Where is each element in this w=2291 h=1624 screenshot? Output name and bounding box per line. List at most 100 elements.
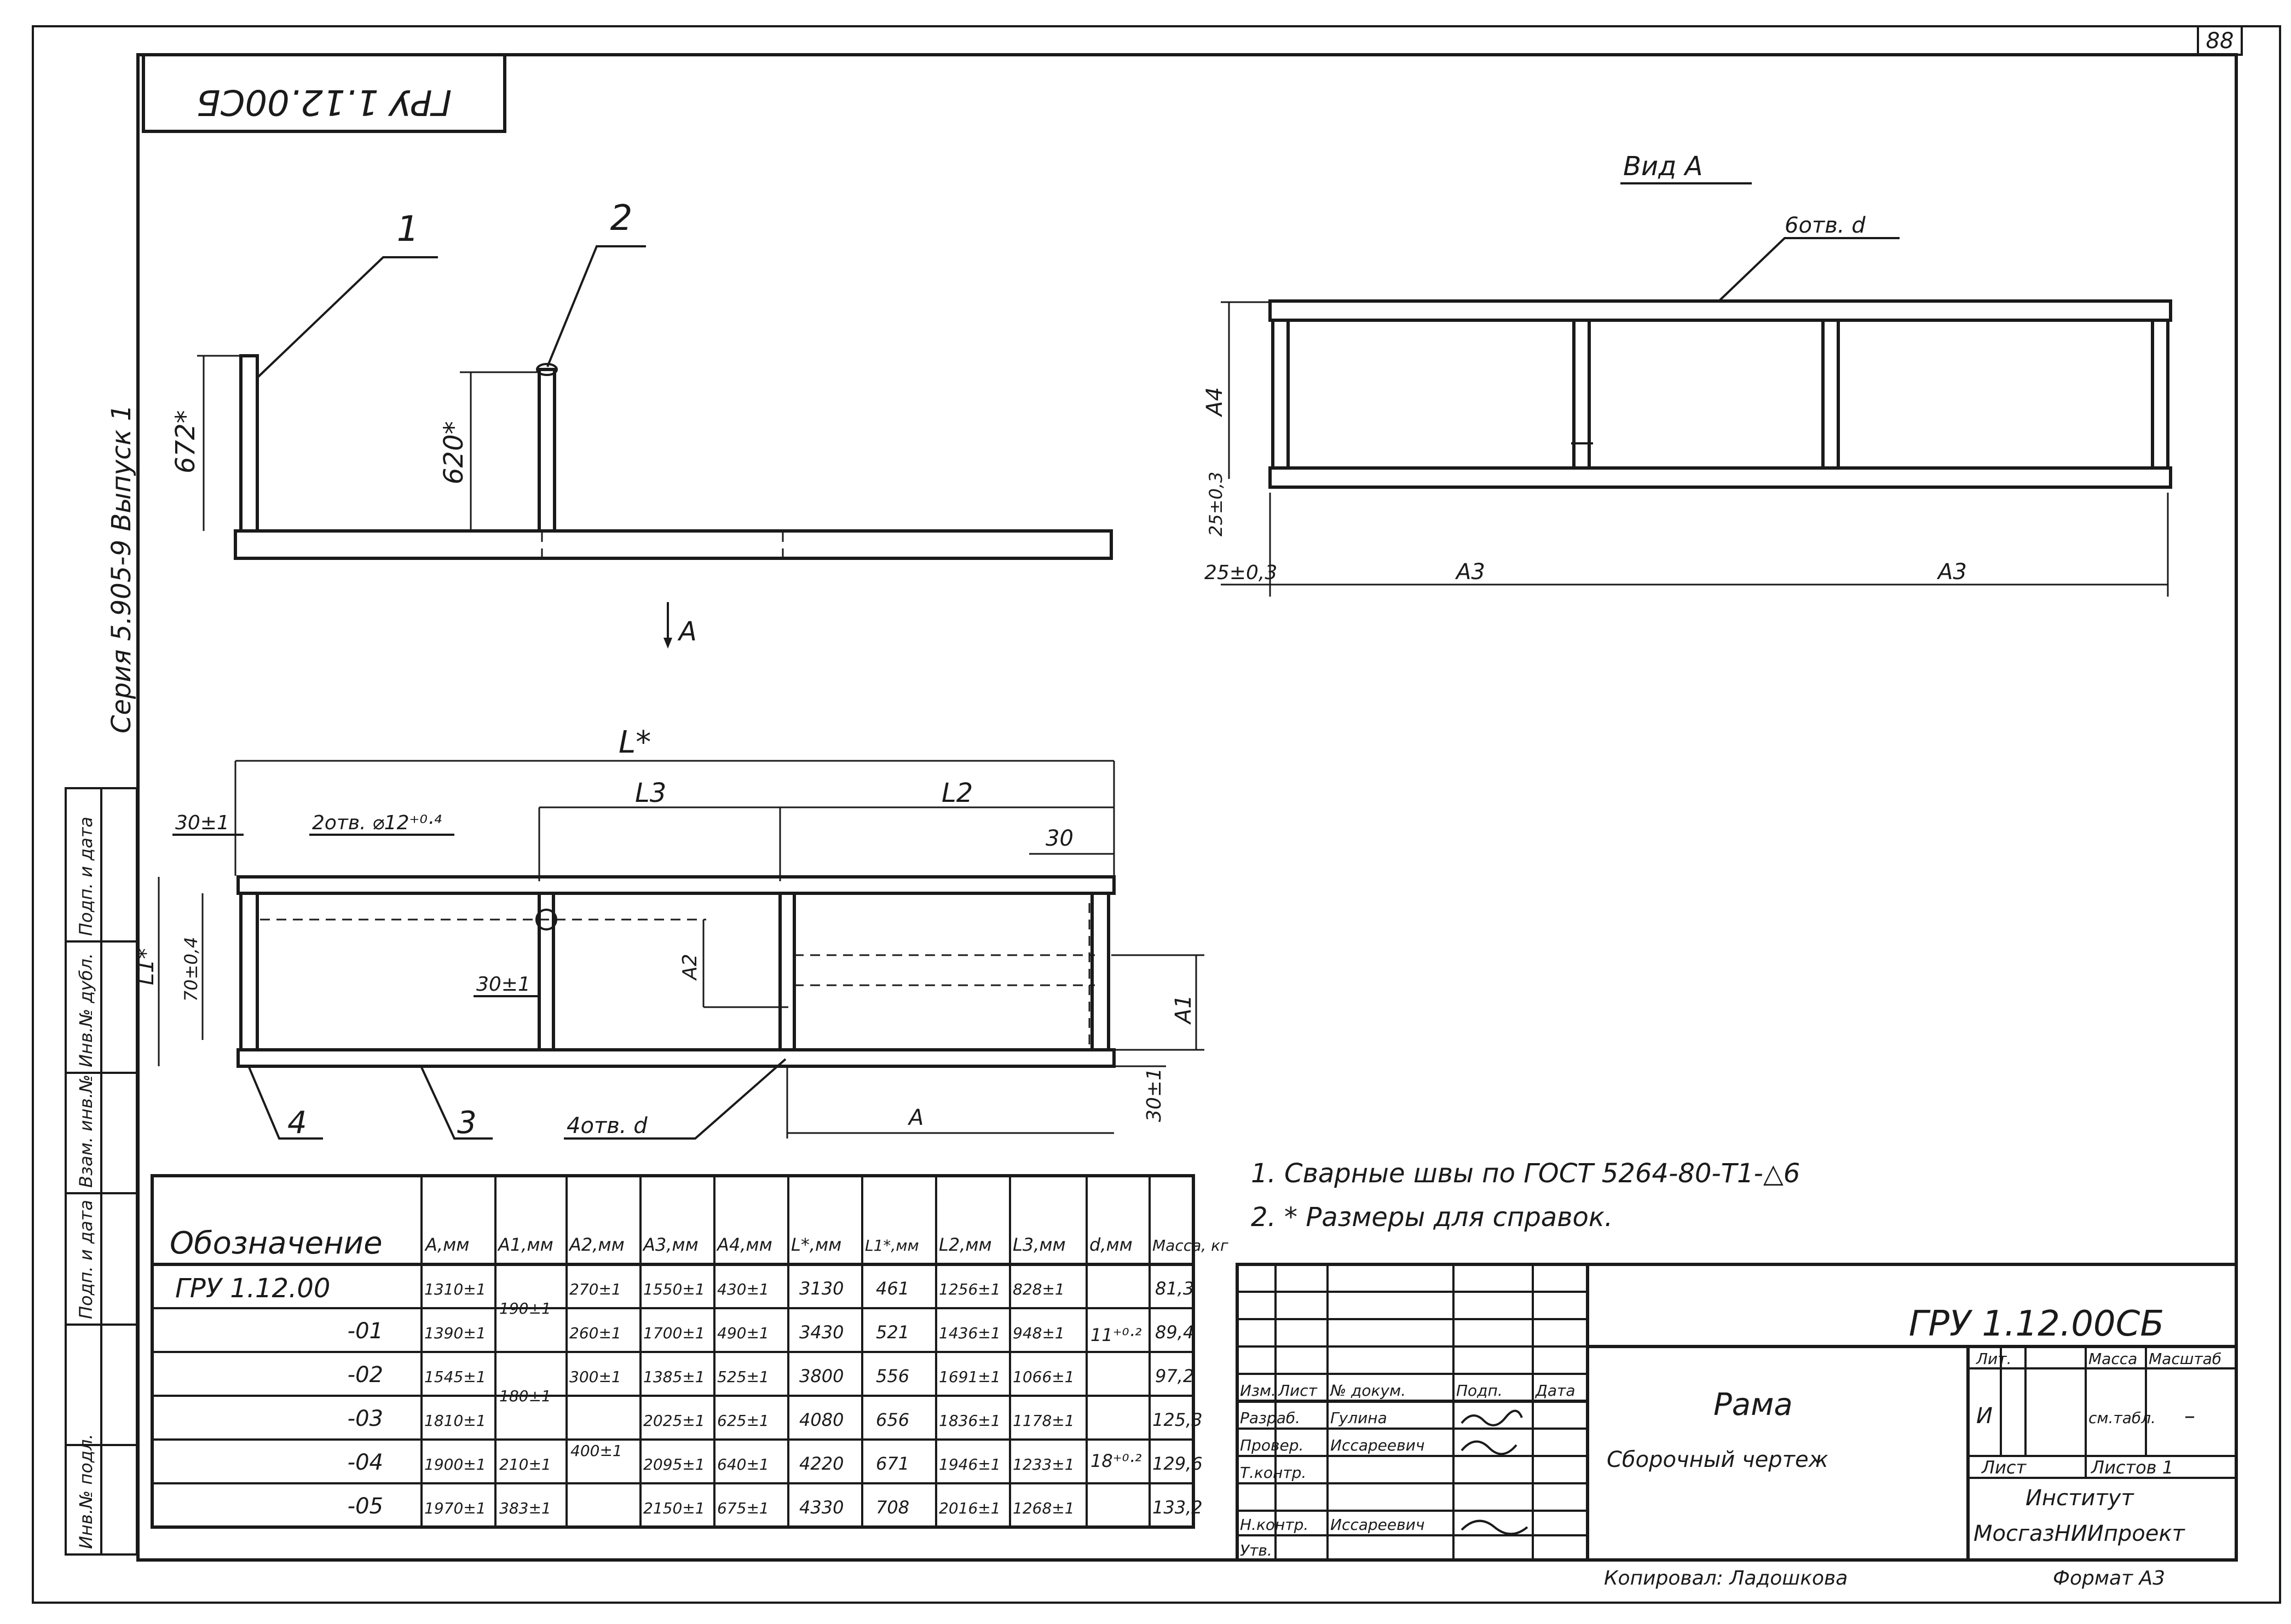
- mass-value: см.табл.: [2088, 1409, 2156, 1427]
- cell-L3: 948±1: [1013, 1324, 1065, 1342]
- doc-code: ГРУ 1.12.00СБ: [1909, 1304, 2164, 1344]
- th-a3: А3,мм: [642, 1234, 699, 1255]
- dim-height-2: 620*: [438, 421, 469, 484]
- th-a: А,мм: [424, 1234, 469, 1255]
- strip-cell-4: Инв.№ дубл.: [76, 953, 96, 1067]
- view-a: Вид А 6отв. d А4 25±0,3 25±0,3 А3 А3: [1202, 151, 2172, 597]
- spec-table: Обозначение А,мм А1,мм А2,мм А3,мм А4,мм…: [151, 1174, 1228, 1529]
- row-designation: -01: [348, 1319, 383, 1344]
- cell-L1: 461: [876, 1278, 909, 1299]
- role-approved: Утв.: [1240, 1541, 1272, 1559]
- cell-L2: 1946±1: [939, 1455, 1001, 1473]
- cell-a2-merged: 400±1: [570, 1442, 622, 1460]
- cell-a4: 675±1: [717, 1499, 769, 1517]
- cell-a1-merged: 383±1: [499, 1499, 551, 1517]
- footer: Копировал: Ладошкова Формат А3: [1604, 1567, 2165, 1590]
- cell-L: 4330: [799, 1497, 844, 1518]
- page-number: 88: [2206, 28, 2234, 54]
- table-row: -01 1390±1 260±1 1700±1 490±1 3430 521 1…: [348, 1319, 1194, 1344]
- th-L: L*,мм: [791, 1234, 841, 1255]
- dim-a3-right: А3: [1936, 559, 1967, 585]
- hole-note-bottom: 4отв. d: [567, 1113, 648, 1138]
- cell-a3: 1385±1: [643, 1368, 705, 1386]
- dim-70: 70±0,4: [181, 937, 201, 1002]
- table-row: -02 1545±1 300±1 1385±1 525±1 3800 556 1…: [348, 1362, 1194, 1388]
- table-row: ГРУ 1.12.00 1310±1 270±1 1550±1 430±1 31…: [175, 1273, 1194, 1304]
- dim-L2: L2: [942, 778, 973, 808]
- cell-a4: 490±1: [717, 1324, 769, 1342]
- note-1: 1. Сварные швы по ГОСТ 5264-80-Т1-△6: [1251, 1158, 1800, 1189]
- scale-value: –: [2184, 1403, 2195, 1429]
- col-lit: Лит.: [1976, 1350, 2011, 1368]
- row-designation: -03: [348, 1406, 383, 1431]
- cell-a: 1545±1: [424, 1368, 486, 1386]
- table-row: -04 1900±1 2095±1 640±1 4220 671 1946±1 …: [348, 1450, 1203, 1475]
- role-developer-name: Гулина: [1330, 1409, 1387, 1427]
- cell-L1: 671: [876, 1453, 909, 1474]
- cell-L: 3430: [799, 1322, 844, 1343]
- strip-cell-1: Инв.№ подл.: [76, 1434, 96, 1549]
- sheet-label: Лист: [1981, 1457, 2027, 1478]
- dim-30-right: 30: [1046, 826, 1074, 851]
- cell-a4: 640±1: [717, 1455, 769, 1473]
- cell-d-merged: 11⁺⁰·²: [1090, 1325, 1142, 1345]
- cell-a1-merged: 190±1: [499, 1299, 551, 1317]
- dim-A: А: [907, 1105, 924, 1130]
- sheets-label: Листов 1: [2091, 1457, 2173, 1478]
- cell-L3: 1233±1: [1013, 1455, 1075, 1473]
- cell-L: 4080: [799, 1409, 844, 1430]
- lit-value: И: [1976, 1403, 1993, 1429]
- code-stamp-text: ГРУ 1.12.00СБ: [197, 82, 452, 122]
- cell-L1: 521: [876, 1322, 909, 1343]
- cell-L: 3130: [799, 1278, 844, 1299]
- cell-d-merged: 18⁺⁰·²: [1090, 1450, 1142, 1471]
- format-label: Формат А3: [2053, 1567, 2165, 1590]
- dim-25-horiz: 25±0,3: [1204, 562, 1277, 584]
- cell-a4: 525±1: [717, 1368, 769, 1386]
- role-checker: Провер.: [1240, 1436, 1303, 1454]
- cell-a2: 270±1: [569, 1280, 621, 1298]
- cell-a: 1970±1: [424, 1499, 486, 1517]
- dim-30-inner: 30±1: [476, 973, 530, 996]
- cell-L3: 1178±1: [1013, 1412, 1075, 1430]
- cell-L2: 1436±1: [939, 1324, 1001, 1342]
- callout-4: 4: [287, 1105, 307, 1141]
- dim-L: L*: [619, 725, 651, 760]
- cell-L3: 1268±1: [1013, 1499, 1075, 1517]
- cell-a3: 1550±1: [643, 1280, 705, 1298]
- change-header-1: Изм.: [1240, 1382, 1276, 1400]
- table-row: -03 1810±1 2025±1 625±1 4080 656 1836±1 …: [348, 1406, 1203, 1431]
- cell-mass: 129,6: [1152, 1453, 1203, 1474]
- change-header-4: Подп.: [1456, 1382, 1503, 1400]
- cell-a2: 300±1: [569, 1368, 621, 1386]
- dim-25-vert: 25±0,3: [1205, 472, 1226, 536]
- dim-a4: А4: [1202, 387, 1227, 418]
- strip-cell-3: Взам. инв.№: [76, 1074, 96, 1188]
- cell-a: 1310±1: [424, 1280, 486, 1298]
- strip-cell-2: Подп. и дата: [76, 1200, 96, 1319]
- cell-mass: 89,4: [1155, 1322, 1194, 1343]
- cell-a1-merged: 180±1: [499, 1387, 551, 1405]
- dim-A2: А2: [679, 953, 701, 981]
- signature-mark: [1461, 1409, 1523, 1426]
- dim-a3-left: А3: [1455, 559, 1485, 585]
- cell-mass: 97,2: [1155, 1366, 1194, 1386]
- cell-L2: 1836±1: [939, 1412, 1001, 1430]
- series-label: Серия 5.905-9 Выпуск 1: [106, 404, 137, 733]
- cell-L3: 828±1: [1013, 1280, 1065, 1298]
- change-header-5: Дата: [1534, 1382, 1576, 1400]
- cell-L1: 556: [876, 1366, 909, 1386]
- th-designation: Обозначение: [170, 1226, 383, 1261]
- cell-L: 4220: [799, 1453, 844, 1474]
- cell-a4: 430±1: [717, 1280, 769, 1298]
- cell-mass: 125,3: [1152, 1409, 1203, 1430]
- code-stamp: ГРУ 1.12.00СБ: [142, 53, 506, 133]
- cell-a2: 260±1: [569, 1324, 621, 1342]
- note-2: 2. * Размеры для справок.: [1251, 1202, 1613, 1233]
- cell-L1: 708: [876, 1497, 909, 1518]
- cell-L1: 656: [876, 1409, 909, 1430]
- row-designation: ГРУ 1.12.00: [175, 1273, 330, 1304]
- cell-a3: 2025±1: [643, 1412, 705, 1430]
- cell-a: 1900±1: [424, 1455, 486, 1473]
